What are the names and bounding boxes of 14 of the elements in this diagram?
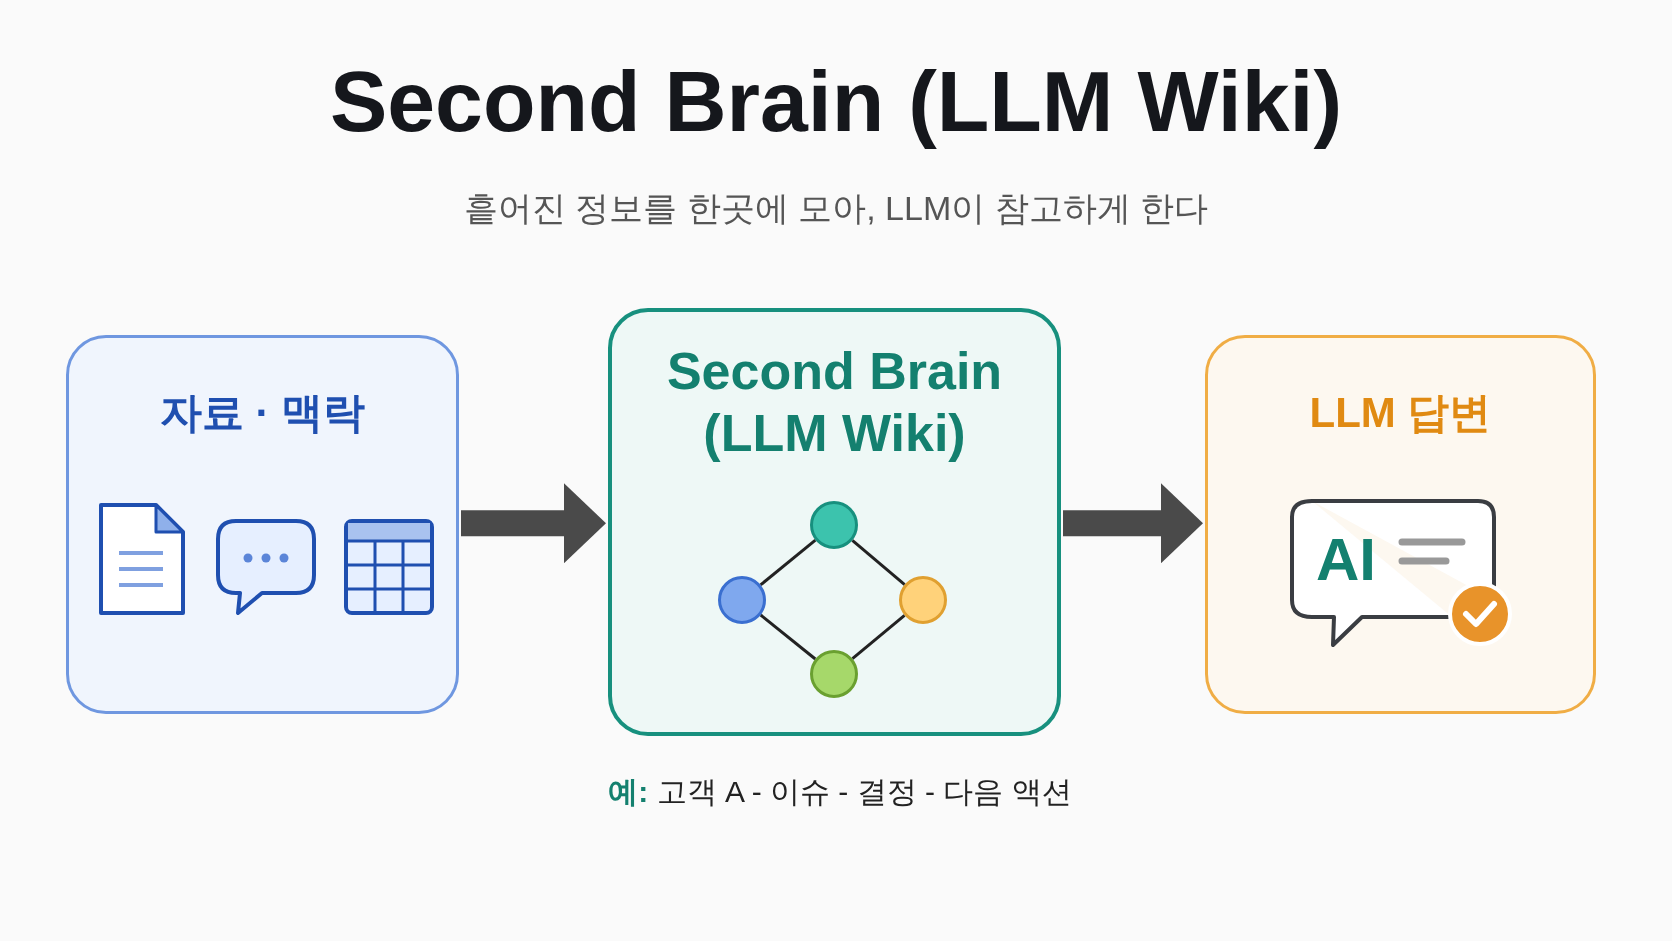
stage-heading: 자료 · 맥락 (158, 388, 367, 438)
connector-line (759, 613, 817, 661)
connector-line (759, 539, 817, 586)
connector-line (851, 614, 906, 660)
example-note: 예: 고객 A - 이슈 - 결정 - 다음 액션 (607, 774, 1073, 810)
stage-heading: LLM 답변 (1308, 388, 1493, 438)
title: Second Brain (LLM Wiki) (328, 52, 1344, 151)
ai-label: AI (1316, 530, 1376, 590)
arrow (1063, 483, 1203, 564)
arrow (461, 483, 606, 564)
stage-heading: Second Brain (LLM Wiki) (665, 341, 1004, 465)
subtitle: 흩어진 정보를 한곳에 모아, LLM이 참고하게 한다 (462, 188, 1210, 229)
connector-line (851, 539, 906, 586)
stage-box (608, 308, 1061, 736)
